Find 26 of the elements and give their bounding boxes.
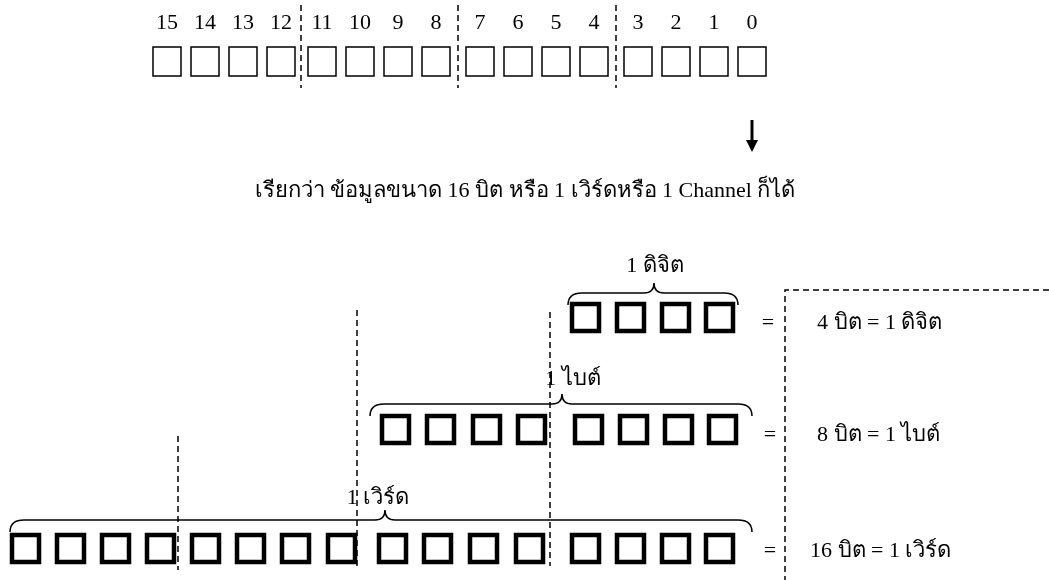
bit-number: 2 [670, 9, 682, 35]
bit-number: 13 [232, 9, 254, 35]
brace-label: 1 เวิร์ด [346, 484, 410, 510]
bit-number: 7 [474, 9, 486, 35]
brace-label: 1 ดิจิต [626, 252, 684, 278]
bit-number: 1 [708, 9, 720, 35]
bit-number: 11 [311, 9, 333, 35]
bit-number: 10 [349, 9, 371, 35]
bit-number: 4 [588, 9, 600, 35]
bit-number: 9 [392, 9, 404, 35]
bit-number: 8 [430, 9, 442, 35]
bit-number: 6 [512, 9, 524, 35]
equals-sign: = [761, 309, 775, 335]
bit-number: 5 [550, 9, 562, 35]
equation-text: 16 บิต = 1 เวิร์ด [810, 537, 952, 563]
caption-text: เรียกว่า ข้อมูลขนาด 16 บิต หรือ 1 เวิร์ดหรือ 1 Channel ก็ได้ [254, 177, 796, 203]
equals-sign: = [763, 537, 777, 563]
bit-number: 12 [270, 9, 292, 35]
equation-text: 8 บิต = 1 ไบต์ [817, 421, 941, 447]
bit-number: 3 [632, 9, 644, 35]
bit-number: 0 [746, 9, 758, 35]
equals-sign: = [763, 421, 777, 447]
brace-label: 1 ไบต์ [545, 365, 601, 391]
bit-number: 15 [156, 9, 178, 35]
equation-text: 4 บิต = 1 ดิจิต [817, 309, 943, 335]
bit-number: 14 [194, 9, 216, 35]
